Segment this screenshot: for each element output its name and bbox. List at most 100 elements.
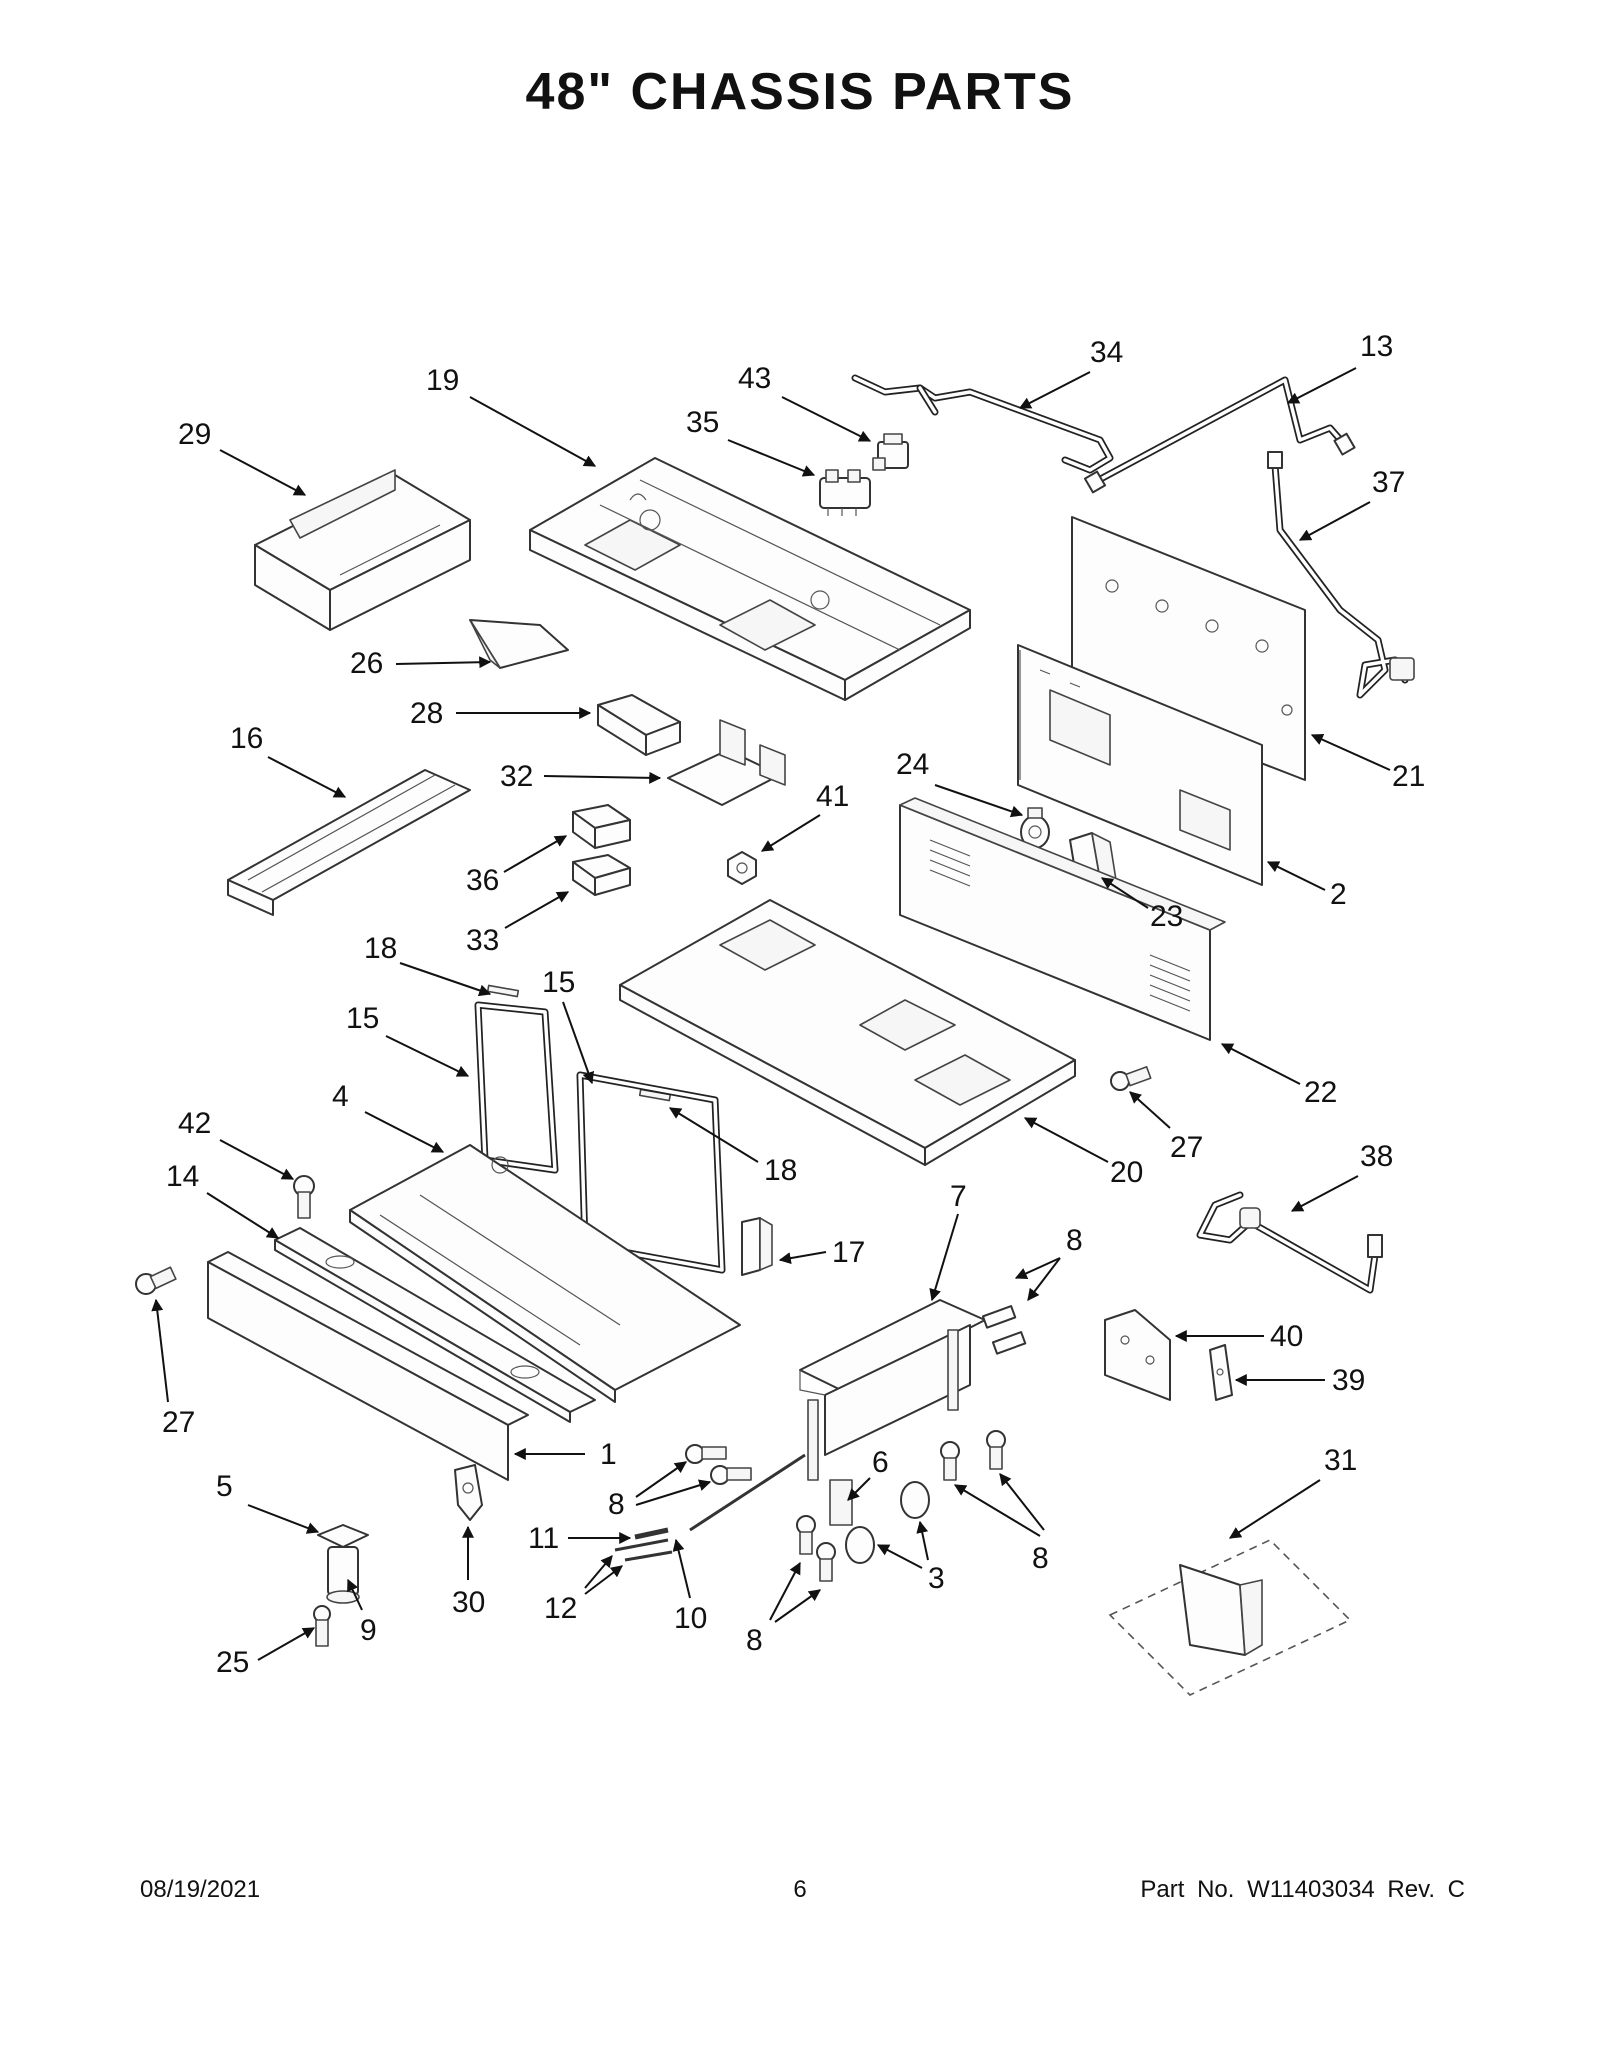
callout-30: 30 — [452, 1525, 485, 1619]
svg-text:8: 8 — [608, 1488, 625, 1521]
callout-15-right: 15 — [542, 966, 595, 1085]
svg-text:42: 42 — [178, 1107, 211, 1140]
part-13-manifold-tube — [1083, 376, 1356, 494]
svg-text:2: 2 — [1330, 878, 1347, 911]
svg-text:14: 14 — [166, 1160, 199, 1193]
part-14-front-rail — [274, 1227, 596, 1423]
part-6-roller — [829, 1479, 853, 1526]
part-2-rear-bracket-panel — [1017, 644, 1263, 886]
callout-24: 24 — [896, 748, 1024, 818]
part-27-screw-upper — [1110, 1066, 1152, 1091]
part-8-screw-bottom-2 — [816, 1542, 836, 1582]
part-36-box — [572, 804, 631, 849]
callout-32: 32 — [500, 760, 662, 793]
callout-10: 10 — [672, 1538, 707, 1635]
callout-9: 9 — [347, 1578, 377, 1647]
callout-4: 4 — [332, 1080, 445, 1153]
svg-text:43: 43 — [738, 362, 771, 395]
svg-text:31: 31 — [1324, 1444, 1357, 1477]
callout-31: 31 — [1228, 1444, 1357, 1539]
part-20-bottom-chassis — [619, 899, 1076, 1166]
svg-text:41: 41 — [816, 780, 849, 813]
callout-8-upper: 8 — [1014, 1224, 1083, 1301]
part-15-gasket-right — [576, 1071, 726, 1274]
svg-text:19: 19 — [426, 364, 459, 397]
callout-41: 41 — [760, 780, 849, 852]
callout-15-left: 15 — [346, 1002, 470, 1077]
callout-8-right: 8 — [953, 1473, 1049, 1575]
callout-23: 23 — [1100, 877, 1183, 933]
part-15-gasket-left — [474, 1001, 559, 1174]
part-8-screw-right-1 — [940, 1441, 960, 1481]
svg-text:27: 27 — [1170, 1131, 1203, 1164]
callout-6: 6 — [847, 1446, 889, 1501]
svg-text:23: 23 — [1150, 900, 1183, 933]
svg-text:27: 27 — [162, 1406, 195, 1439]
callout-18-top: 18 — [364, 932, 492, 997]
callout-1: 1 — [513, 1438, 617, 1471]
callout-40: 40 — [1174, 1320, 1303, 1353]
part-32-bracket — [667, 719, 786, 806]
svg-text:16: 16 — [230, 722, 263, 755]
svg-text:1: 1 — [600, 1438, 617, 1471]
callout-13: 13 — [1286, 330, 1393, 404]
footer-page-number: 6 — [793, 1876, 807, 1903]
callout-36: 36 — [466, 835, 568, 897]
callout-25: 25 — [216, 1627, 316, 1679]
callout-16: 16 — [230, 722, 347, 798]
svg-text:39: 39 — [1332, 1364, 1365, 1397]
svg-text:35: 35 — [686, 406, 719, 439]
svg-text:34: 34 — [1090, 336, 1123, 369]
part-31-bracket — [1108, 1539, 1352, 1696]
part-18-gasket-clip-left — [486, 984, 520, 998]
part-26-deflector — [469, 619, 569, 669]
part-8-bolt-upper-2 — [991, 1331, 1027, 1355]
part-21-rear-panel — [1071, 516, 1306, 781]
svg-text:12: 12 — [544, 1592, 577, 1625]
callout-5: 5 — [216, 1470, 320, 1534]
callout-3: 3 — [876, 1520, 945, 1595]
callout-42: 42 — [178, 1107, 295, 1180]
callout-27-lower: 27 — [151, 1298, 195, 1439]
svg-text:8: 8 — [1032, 1542, 1049, 1575]
svg-text:38: 38 — [1360, 1140, 1393, 1173]
callout-11: 11 — [528, 1522, 632, 1555]
callout-17: 17 — [778, 1236, 865, 1269]
footer-date: 08/19/2021 — [140, 1876, 261, 1903]
svg-text:13: 13 — [1360, 330, 1393, 363]
callout-2: 2 — [1266, 861, 1347, 911]
part-25-screw — [313, 1605, 331, 1647]
part-drawings — [135, 374, 1415, 1696]
callouts: 29 19 43 35 34 13 37 26 — [151, 330, 1425, 1679]
part-8-bolt-upper-1 — [981, 1305, 1017, 1329]
footer-part-number: Part No. W11403034 Rev. C — [1140, 1876, 1465, 1903]
part-30-bracket — [454, 1464, 483, 1521]
callout-22: 22 — [1220, 1043, 1337, 1109]
svg-text:25: 25 — [216, 1646, 249, 1679]
part-8-bolt-left-2 — [710, 1465, 752, 1485]
callout-43: 43 — [738, 362, 872, 442]
callout-7: 7 — [929, 1180, 967, 1302]
part-42-screw — [293, 1175, 315, 1219]
part-33-block — [572, 854, 631, 896]
svg-text:15: 15 — [346, 1002, 379, 1035]
part-3-caster — [845, 1481, 930, 1564]
part-8-bolt-left-1 — [685, 1444, 727, 1464]
svg-text:6: 6 — [872, 1446, 889, 1479]
part-10-rod — [689, 1453, 806, 1532]
callout-20: 20 — [1023, 1117, 1143, 1189]
part-34-gas-tube — [851, 374, 1114, 474]
svg-text:18: 18 — [364, 932, 397, 965]
callout-35: 35 — [686, 406, 816, 477]
part-38-tube — [1196, 1191, 1383, 1294]
part-17-bracket — [741, 1217, 773, 1276]
part-7-leveler-bracket — [799, 1299, 986, 1481]
svg-text:8: 8 — [1066, 1224, 1083, 1257]
callout-28: 28 — [410, 697, 592, 730]
svg-text:3: 3 — [928, 1562, 945, 1595]
part-41-nut — [727, 851, 757, 885]
part-39-bracket — [1209, 1344, 1233, 1401]
part-35-regulator — [819, 469, 871, 516]
part-43-valve — [872, 433, 909, 471]
